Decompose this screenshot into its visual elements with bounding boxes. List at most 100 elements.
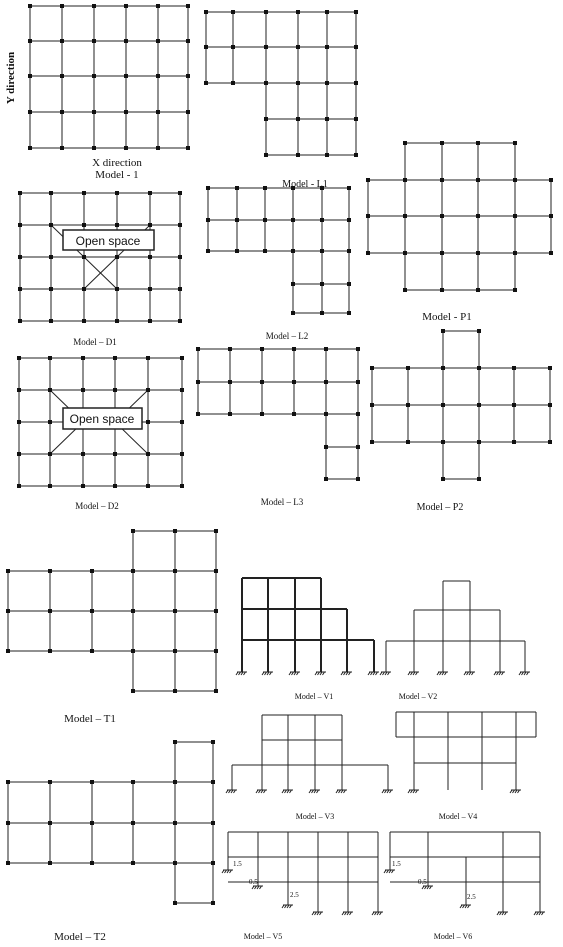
- column-node: [235, 249, 239, 253]
- open-space-box-d2: Open space: [62, 407, 143, 430]
- column-node: [476, 288, 480, 292]
- column-node: [173, 740, 177, 744]
- column-node: [115, 255, 119, 259]
- column-node: [325, 45, 329, 49]
- column-node: [6, 821, 10, 825]
- column-node: [264, 117, 268, 121]
- column-node: [173, 649, 177, 653]
- fixed-support: [340, 671, 352, 676]
- column-node: [48, 861, 52, 865]
- dim-v5-low: 2.5: [290, 891, 299, 899]
- column-node: [48, 609, 52, 613]
- column-node: [92, 146, 96, 150]
- caption-model-v3: Model – V3: [296, 812, 335, 821]
- column-node: [354, 45, 358, 49]
- column-node: [513, 141, 517, 145]
- column-node: [440, 178, 444, 182]
- fixed-support: [518, 671, 530, 676]
- column-node: [214, 529, 218, 533]
- column-node: [370, 366, 374, 370]
- column-node: [115, 287, 119, 291]
- column-node: [173, 861, 177, 865]
- column-node: [28, 110, 32, 114]
- fixed-support: [383, 869, 395, 874]
- column-node: [512, 403, 516, 407]
- column-node: [178, 255, 182, 259]
- column-node: [347, 311, 351, 315]
- column-node: [260, 347, 264, 351]
- column-node: [231, 10, 235, 14]
- column-node: [347, 249, 351, 253]
- column-node: [263, 249, 267, 253]
- dim-v6-low: 2.5: [467, 893, 476, 901]
- column-node: [477, 366, 481, 370]
- column-node: [148, 287, 152, 291]
- y-direction-label: Y direction: [5, 52, 17, 104]
- fixed-support: [459, 904, 471, 909]
- caption-model-v5: Model – V5: [244, 932, 283, 941]
- column-node: [548, 440, 552, 444]
- column-node: [146, 388, 150, 392]
- column-node: [17, 356, 21, 360]
- column-node: [48, 569, 52, 573]
- caption-model-v6: Model – V6: [434, 932, 473, 941]
- column-node: [356, 445, 360, 449]
- column-node: [325, 117, 329, 121]
- fixed-support: [281, 789, 293, 794]
- column-node: [292, 412, 296, 416]
- column-node: [291, 249, 295, 253]
- column-node: [296, 117, 300, 121]
- column-node: [204, 45, 208, 49]
- column-node: [263, 218, 267, 222]
- column-node: [60, 146, 64, 150]
- column-node: [156, 146, 160, 150]
- column-node: [82, 287, 86, 291]
- column-node: [441, 403, 445, 407]
- dim-v5-mid: 0.5: [249, 878, 258, 886]
- column-node: [48, 452, 52, 456]
- column-node: [115, 319, 119, 323]
- caption-model-v1: Model – V1: [295, 692, 334, 701]
- fixed-support: [496, 911, 508, 916]
- column-node: [440, 288, 444, 292]
- column-node: [6, 780, 10, 784]
- column-node: [82, 319, 86, 323]
- column-node: [296, 81, 300, 85]
- column-node: [292, 380, 296, 384]
- column-node: [180, 356, 184, 360]
- column-node: [403, 251, 407, 255]
- column-node: [146, 356, 150, 360]
- column-node: [324, 412, 328, 416]
- column-node: [196, 347, 200, 351]
- column-node: [214, 689, 218, 693]
- column-node: [406, 440, 410, 444]
- column-node: [60, 4, 64, 8]
- column-node: [146, 452, 150, 456]
- column-node: [441, 366, 445, 370]
- column-node: [476, 141, 480, 145]
- column-node: [440, 251, 444, 255]
- column-node: [180, 452, 184, 456]
- column-node: [173, 609, 177, 613]
- column-node: [131, 861, 135, 865]
- column-node: [477, 329, 481, 333]
- column-node: [186, 4, 190, 8]
- column-node: [92, 110, 96, 114]
- column-node: [113, 452, 117, 456]
- column-node: [403, 141, 407, 145]
- column-node: [28, 146, 32, 150]
- fixed-support: [381, 789, 393, 794]
- fixed-support: [311, 911, 323, 916]
- column-node: [48, 649, 52, 653]
- column-node: [549, 178, 553, 182]
- model-d1-brace: [83, 256, 118, 290]
- column-node: [28, 39, 32, 43]
- fixed-support: [407, 671, 419, 676]
- dim-v6-mid: 0.5: [418, 878, 427, 886]
- column-node: [6, 609, 10, 613]
- column-node: [148, 255, 152, 259]
- column-node: [148, 223, 152, 227]
- column-node: [228, 380, 232, 384]
- column-node: [49, 319, 53, 323]
- column-node: [206, 249, 210, 253]
